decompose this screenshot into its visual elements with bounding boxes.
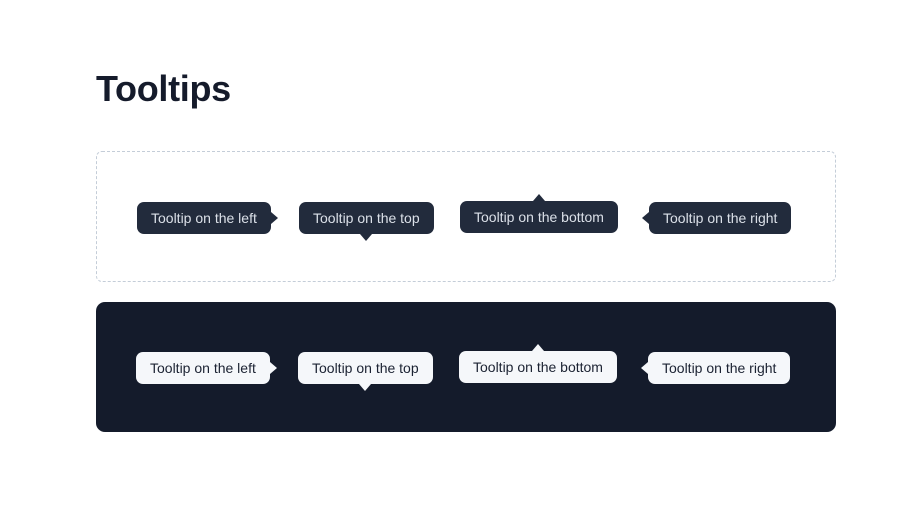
- tooltip-label: Tooltip on the right: [662, 360, 777, 376]
- tooltip-top-dark[interactable]: Tooltip on the top: [298, 352, 433, 391]
- tooltip-label: Tooltip on the left: [151, 210, 257, 226]
- arrow-right-icon: [269, 362, 277, 374]
- arrow-up-icon: [531, 344, 544, 351]
- tooltip-top-light[interactable]: Tooltip on the top: [299, 202, 434, 241]
- arrow-up-icon: [532, 194, 545, 201]
- tooltip-bottom-light[interactable]: Tooltip on the bottom: [460, 194, 618, 233]
- tooltip-label: Tooltip on the top: [313, 210, 420, 226]
- arrow-left-icon: [641, 362, 648, 374]
- tooltip-right-dark[interactable]: Tooltip on the right: [641, 352, 791, 384]
- tooltip-label: Tooltip on the top: [312, 360, 419, 376]
- arrow-left-icon: [642, 212, 649, 224]
- page-title: Tooltips: [96, 68, 231, 109]
- tooltip-left-dark[interactable]: Tooltip on the left: [136, 352, 277, 384]
- tooltip-preview-panel-dark: Tooltip on the left Tooltip on the top T…: [96, 302, 836, 432]
- tooltip-left-light[interactable]: Tooltip on the left: [137, 202, 278, 234]
- tooltip-label: Tooltip on the bottom: [473, 359, 603, 375]
- tooltip-label: Tooltip on the bottom: [474, 209, 604, 225]
- tooltip-label: Tooltip on the right: [663, 210, 778, 226]
- tooltip-preview-panel-light: Tooltip on the left Tooltip on the top T…: [96, 151, 836, 282]
- arrow-down-icon: [359, 384, 372, 391]
- tooltip-row-dark: Tooltip on the left Tooltip on the top T…: [96, 302, 836, 432]
- tooltip-right-light[interactable]: Tooltip on the right: [642, 202, 792, 234]
- tooltip-row-light: Tooltip on the left Tooltip on the top T…: [97, 152, 835, 281]
- tooltip-label: Tooltip on the left: [150, 360, 256, 376]
- tooltip-bottom-dark[interactable]: Tooltip on the bottom: [459, 344, 617, 383]
- arrow-right-icon: [270, 212, 278, 224]
- arrow-down-icon: [360, 234, 373, 241]
